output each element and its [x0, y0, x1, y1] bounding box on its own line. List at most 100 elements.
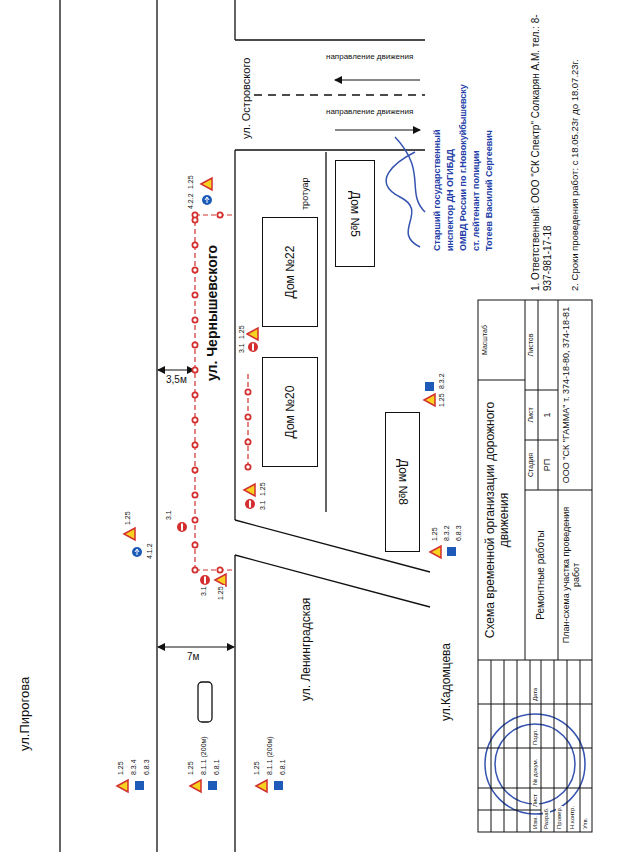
diagram-title: Схема временной организации дорожного дв…: [484, 385, 512, 655]
approval-stamp: ОМВД России по г.Новокуйбышевску: [458, 83, 468, 252]
street-name: ул. Островского: [240, 57, 253, 140]
building-box: Дом №22: [262, 217, 318, 327]
sign-number: 8.1.1 (200м): [200, 735, 208, 776]
no-entry-sign: [177, 522, 187, 532]
sign-bar: [204, 577, 206, 584]
revision-row: Н.контр.: [569, 805, 576, 830]
building-box: Дом №8: [385, 412, 420, 552]
note: 2. Сроки проведения работ: с 18.05.23г д…: [570, 58, 581, 292]
title-cell: Лист: [527, 391, 535, 439]
street-name: ул. Ленинградская: [300, 597, 314, 702]
revision-row: Разраб.: [543, 806, 550, 830]
sign-number: 6.8.3: [143, 758, 151, 776]
sign-number: 6.8.1: [213, 758, 221, 776]
traffic-island: [198, 682, 212, 722]
revision-row: Провер.: [556, 806, 563, 830]
warning-sign: [247, 328, 258, 340]
approval-stamp: Тотеев Василий Сергеевич: [484, 129, 494, 252]
approval-stamp: Старший государственный: [432, 129, 442, 252]
sign-number: 1.25: [438, 392, 446, 408]
no-entry-sign: [245, 499, 255, 509]
building-label: Дом №5: [348, 190, 362, 236]
approval-stamp: инспектор ДН ОГИБДД: [445, 148, 455, 252]
road-edge: [59, 0, 60, 852]
sign-number: 1.25: [253, 760, 261, 776]
company-seal: [485, 714, 585, 814]
dimension-line: [158, 647, 234, 648]
sign-number: 1.25: [259, 481, 267, 497]
road-edge: [234, 0, 235, 852]
sign-number: 1.25: [117, 760, 125, 776]
warning-sign: [190, 780, 201, 792]
info-plate: [208, 781, 217, 790]
sign-number: 3.1: [165, 509, 173, 521]
warning-sign: [244, 484, 255, 496]
street-name: ул.Пирогова: [18, 676, 33, 752]
revision-header: Дата: [532, 687, 539, 702]
title-cell: Ремонтные работы: [535, 492, 547, 658]
warning-sign: [201, 178, 212, 190]
sign-number: 8.3.2: [438, 372, 446, 390]
building-label: Дом №8: [396, 459, 410, 505]
info-plate: [274, 781, 283, 790]
revision-header: Изм.: [532, 815, 539, 830]
info-plate: [135, 781, 144, 790]
warning-sign: [117, 780, 128, 792]
sign-number: 6.8.3: [455, 524, 463, 542]
building-box: Дом №5: [335, 160, 375, 267]
title-cell: 1: [542, 391, 552, 439]
sign-bar: [252, 344, 254, 351]
sign-number: 8.1.1 (200м): [266, 735, 274, 776]
warning-sign: [256, 780, 267, 792]
sign-number: 3.1: [200, 585, 208, 597]
dimension-line: [158, 370, 194, 371]
sign-number: 1.25: [217, 585, 225, 601]
title-block: [478, 300, 592, 832]
direction-arrow: [335, 80, 420, 81]
sign-number: 8.3.2: [443, 524, 451, 542]
building-label: Дом №20: [283, 386, 297, 439]
revision-header: № докум.: [532, 758, 539, 786]
building-box: Дом №20: [262, 357, 318, 467]
sign-number: 1.25: [187, 760, 195, 776]
title-cell: Стадия: [527, 441, 535, 489]
title-cell: РП: [542, 441, 552, 489]
direction-label: направление движения: [325, 52, 414, 61]
blue-sign: [132, 547, 142, 557]
street-name: ул.Кадомцева: [440, 642, 454, 722]
fence-marker: [195, 215, 248, 570]
direction-label: направление движения: [325, 107, 414, 116]
note: 1. Ответственный: ООО "СК Спектр" Солкар…: [530, 7, 553, 292]
signature: [386, 137, 425, 247]
fence-marker: [195, 215, 248, 570]
info-plate: [447, 547, 456, 556]
warning-sign: [430, 546, 441, 558]
sign-number: 6.8.1: [279, 758, 287, 776]
approval-stamp: ст. лейтенант полиции: [471, 149, 481, 252]
title-cell: Масштаб: [481, 302, 489, 378]
no-entry-sign: [200, 575, 210, 585]
warning-sign: [424, 394, 435, 406]
sign-number: 1.25: [187, 174, 195, 190]
yard-driveway: [325, 152, 326, 512]
revision-table-grid: [478, 660, 592, 832]
sign-arrow: [205, 197, 209, 203]
street-name: ул. Чернышевского: [204, 244, 220, 382]
road-edge: [156, 0, 157, 852]
dimension-label: 7м: [186, 651, 200, 663]
revision-header: Подп.: [532, 728, 539, 746]
lane-line: [240, 94, 425, 95]
title-cell: ООО "СК "ГАММА" т. 374-18-80, 374-18-81: [561, 304, 571, 486]
sign-number: 4.2.2: [187, 192, 195, 210]
direction-arrow: [335, 130, 420, 131]
work-zone-fence: [195, 215, 248, 570]
title-block-grid: [478, 300, 592, 660]
warning-sign: [215, 574, 226, 586]
sign-number: 8.3.4: [130, 758, 138, 776]
sign-number: 3.1: [238, 342, 246, 354]
sign-number: 4.1.2: [146, 542, 154, 560]
side-street: [235, 40, 425, 150]
warning-sign: [124, 528, 135, 540]
sign-bar: [249, 501, 251, 508]
